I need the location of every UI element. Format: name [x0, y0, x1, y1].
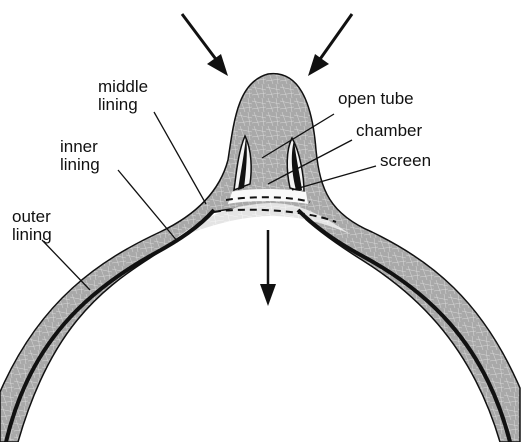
label-chamber: chamber [356, 122, 422, 140]
label-inner-lining: inner lining [60, 138, 100, 174]
leader-middle-lining [154, 112, 206, 204]
label-screen: screen [380, 152, 431, 170]
leader-inner-lining [118, 170, 178, 242]
arrow-icon-right-down [308, 14, 352, 76]
label-open-tube: open tube [338, 90, 414, 108]
arrow-icon-down [260, 230, 276, 306]
label-outer-lining: outer lining [12, 208, 52, 244]
label-middle-lining: middle lining [98, 78, 148, 114]
outer-tissue [0, 74, 520, 442]
leader-outer-lining [42, 240, 90, 290]
arrow-icon-left-down [182, 14, 228, 76]
